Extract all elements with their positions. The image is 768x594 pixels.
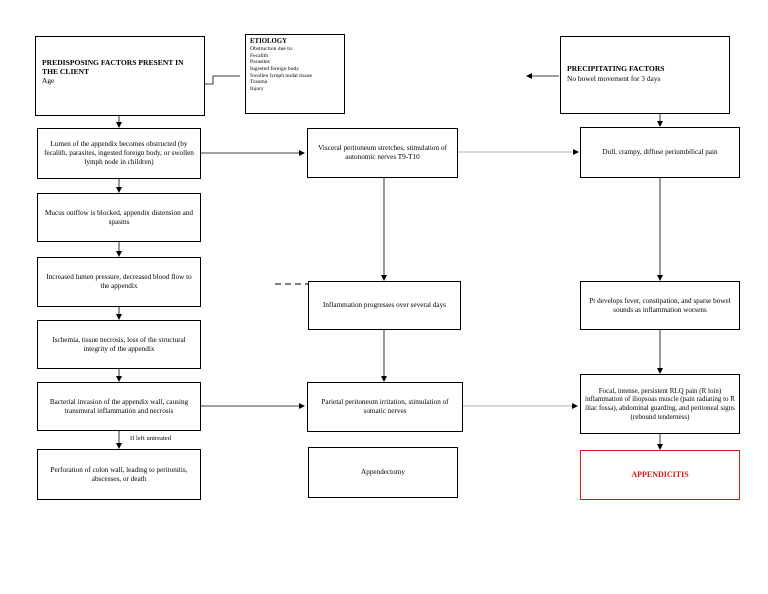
predisposing-title: PREDISPOSING FACTORS PRESENT IN THE CLIE… [42,58,184,76]
etiology-box: ETIOLOGY Obstruction due to: Fecalith Pa… [245,34,345,114]
precipitating-title: PRECIPITATING FACTORS [567,64,665,73]
left-step-5: Bacterial invasion of the appendix wall,… [37,382,201,431]
etiology-item: Injury [250,86,264,93]
precipitating-item: No bowel movement for 3 days [567,73,661,83]
right-step-3: Focal, intense, persistent RLQ pain (R l… [580,374,740,434]
etiology-item: Parasites [250,59,270,66]
middle-step-1: Visceral peritoneum stretches, stimulati… [307,128,458,178]
etiology-intro: Obstruction due to: [250,45,294,52]
right-step-2: Pt develops fever, constipation, and spa… [580,281,740,330]
middle-step-3: Parietal peritoneum irritation, stimulat… [307,382,463,432]
etiology-title: ETIOLOGY [250,38,288,45]
appendicitis-box: APPENDICITIS [580,450,740,500]
left-step-4: Ischemia, tissue necrosis, loss of the s… [37,320,201,369]
predisposing-factors-box: PREDISPOSING FACTORS PRESENT IN THE CLIE… [35,36,205,116]
etiology-item: Ingested foreign body [250,65,300,72]
left-step-3: Increased lumen pressure, decreased bloo… [37,257,201,307]
etiology-item: Fecalith [250,52,269,59]
etiology-item: Swollen lymph nodal tissue [250,72,312,79]
middle-step-2: Inflammation progresses over several day… [308,281,461,330]
appendectomy-box: Appendectomy [308,447,458,498]
precipitating-factors-box: PRECIPITATING FACTORS No bowel movement … [560,36,730,114]
etiology-item: Trauma [250,79,268,86]
left-step-6: Perforation of colon wall, leading to pe… [37,449,201,500]
if-left-untreated-label: If left untreated [130,435,172,442]
left-step-2: Mucus outflow is blocked, appendix diste… [37,193,201,242]
right-step-1: Dull, crampy, diffuse periumbilical pain [580,127,740,178]
appendicitis-label: APPENDICITIS [631,470,689,479]
predisposing-item: Age [42,76,55,86]
left-step-1: Lumen of the appendix becomes obstructed… [37,128,201,179]
